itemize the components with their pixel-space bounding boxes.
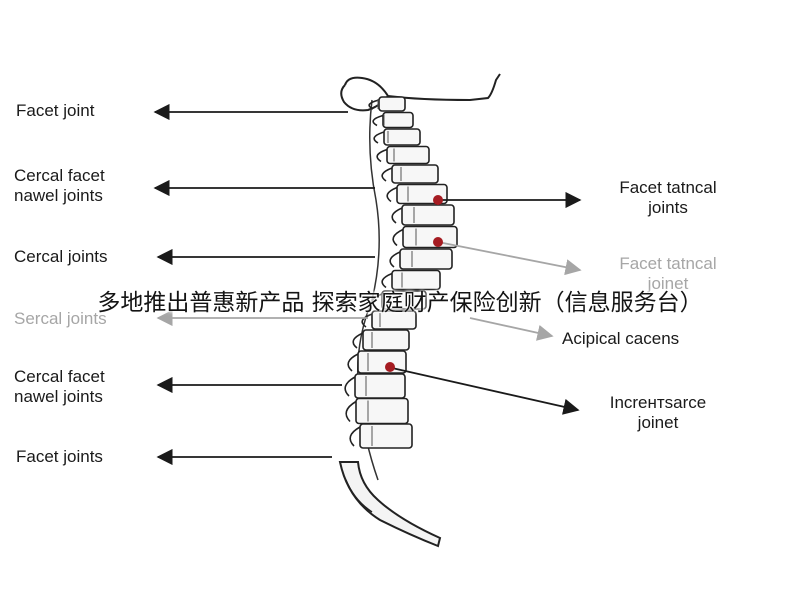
vertebra-body <box>355 397 409 425</box>
vertebra-process <box>352 332 364 349</box>
vertebra-process <box>392 228 404 247</box>
vertebra-process <box>344 376 356 397</box>
vertebra-process <box>381 272 393 289</box>
vertebra-process <box>345 400 357 423</box>
label-facet-tatncal-joinet: Facet tatncal joinet <box>619 254 717 293</box>
joint-marker-middle <box>433 237 443 247</box>
vertebra-body <box>386 145 430 165</box>
overlay-banner-text: 多地推出普惠新产品 探索家庭财产保险创新（信息服务台） <box>97 290 703 316</box>
vertebra-process <box>389 251 401 268</box>
vertebra-process <box>373 131 385 144</box>
vertebra-body <box>391 164 439 184</box>
vertebra-body <box>391 269 441 291</box>
label-cercal-facet-nawel-upper: Cercal facet nawel joints <box>14 166 105 205</box>
sacrum <box>338 461 442 548</box>
vertebra-process <box>386 186 398 203</box>
right-pointer-arrow <box>437 241 582 276</box>
label-sercal-joints: Sercal joints <box>14 309 107 328</box>
vertebra-process <box>371 293 383 308</box>
vertebra-body <box>378 96 406 112</box>
label-facet-joint-top: Facet joint <box>16 101 95 120</box>
skull-outline <box>344 73 501 102</box>
coccyx <box>345 479 373 513</box>
vertebra-body <box>371 310 417 330</box>
vertebra-process <box>381 167 393 182</box>
vertebra-body <box>399 248 453 270</box>
label-cercal-facet-nawel-lower: Cercal facet nawel joints <box>14 367 105 406</box>
vertebra-body <box>401 204 455 226</box>
vertebra-body <box>381 290 427 310</box>
joint-marker-lower <box>385 362 395 372</box>
vertebra-process <box>349 426 361 447</box>
right-pointer-arrow <box>469 317 554 341</box>
vertebra-body <box>359 423 413 449</box>
vertebra-process <box>368 99 380 110</box>
vertebra-body <box>382 111 414 129</box>
label-increntsarce-joinet: Incrентsarce joinet <box>609 393 707 432</box>
vertebra-process <box>361 313 373 328</box>
vertebra-process <box>372 114 384 127</box>
right-pointer-arrow <box>391 367 580 415</box>
vertebra-body <box>362 329 410 351</box>
label-facet-joints-bottom: Facet joints <box>16 447 103 466</box>
vertebral-column <box>344 96 458 449</box>
vertebra-process <box>347 353 359 372</box>
vertebra-body <box>383 128 421 146</box>
vertebra-process <box>376 148 388 163</box>
vertebra-body <box>354 373 406 399</box>
vertebra-process <box>391 207 403 224</box>
label-cercal-joints: Cercal joints <box>14 247 108 266</box>
joint-marker-upper <box>433 195 443 205</box>
label-acipical-cacens: Acipical cacens <box>562 329 680 348</box>
label-facet-tatncal-joints: Facet tatncal joints <box>619 178 717 217</box>
